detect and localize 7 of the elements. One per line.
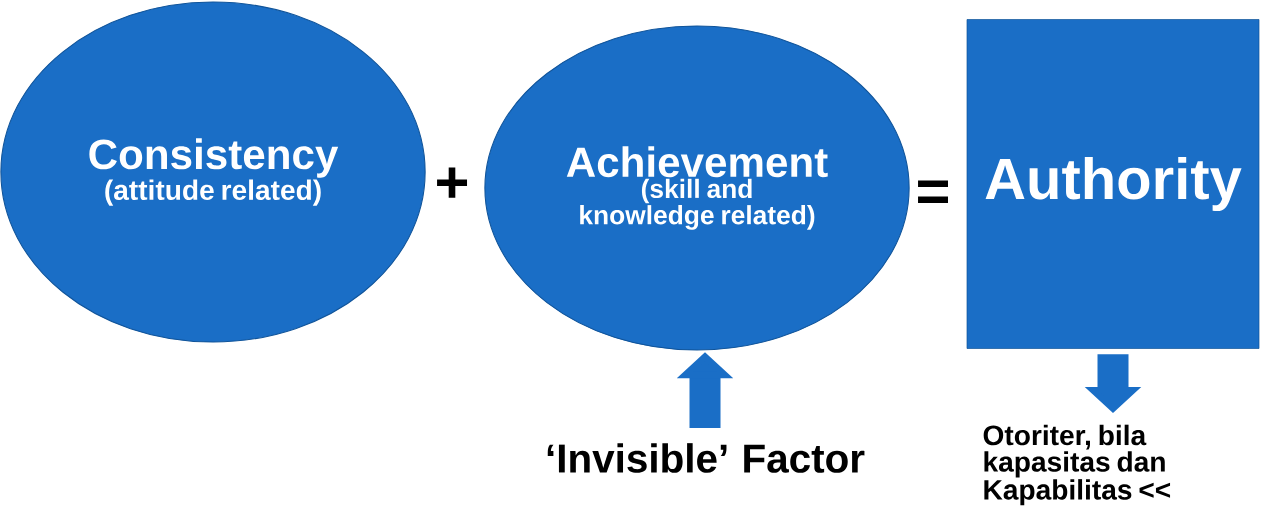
operator-sign: = [918, 180, 948, 204]
operator-sign: + [437, 167, 468, 198]
note-text: Otoriter, bila kapasitas dan Kapabilitas << [983, 424, 1171, 506]
ellipse-node: Achievement (skill and knowledge related) [484, 25, 910, 351]
caption-text: ‘Invisible’ Factor [547, 443, 865, 473]
ellipse-node: Consistency (attitude related) [0, 1, 426, 343]
square-box: Authority [966, 19, 1260, 349]
